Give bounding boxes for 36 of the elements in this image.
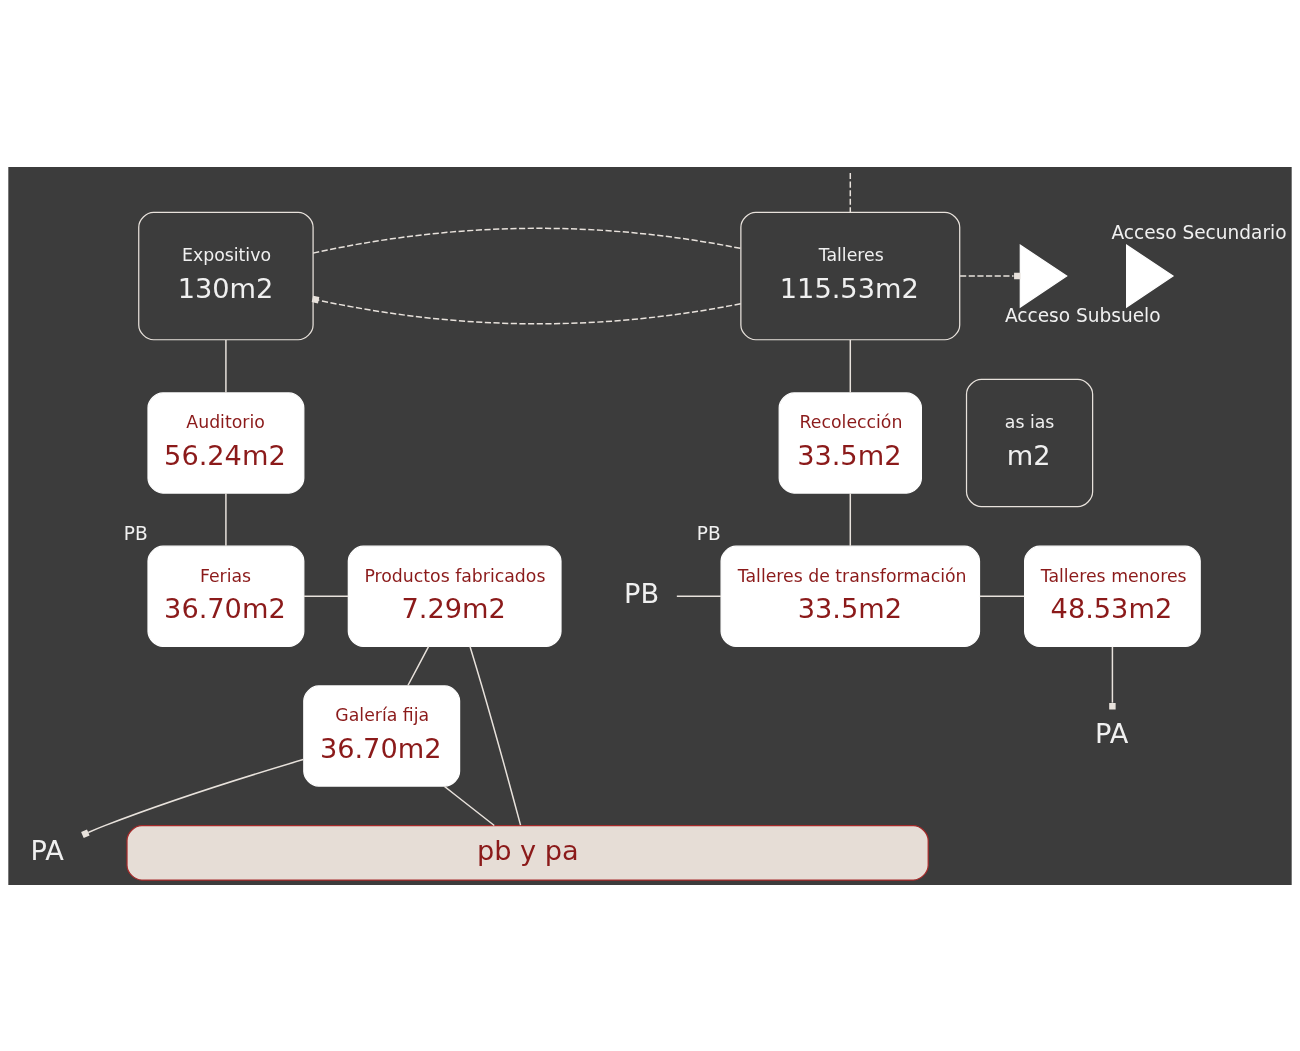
connector — [81, 758, 304, 838]
connector — [849, 491, 852, 547]
node-box: Ferias 36.70m2 — [147, 545, 305, 647]
node-triangle — [1126, 243, 1175, 308]
connector — [407, 645, 430, 686]
connector — [443, 785, 495, 826]
node-triangle — [1019, 243, 1068, 308]
node-text: PA — [1095, 717, 1129, 749]
node-box: Talleres 115.53m2 — [740, 211, 961, 340]
node-box: Galería fija 36.70m2 — [303, 684, 461, 787]
connector — [303, 595, 349, 597]
node-box: Talleres menores 48.53m2 — [1024, 545, 1201, 647]
node-label: Acceso Subsuelo — [1004, 304, 1161, 326]
connector — [676, 595, 722, 597]
connector — [979, 595, 1026, 597]
connector — [312, 227, 742, 254]
node-label: PB — [696, 522, 721, 544]
node-box: as ias m2 — [965, 378, 1094, 507]
connector — [959, 272, 1021, 279]
connector — [849, 338, 852, 393]
connector — [1109, 645, 1116, 709]
connector — [225, 491, 227, 547]
connector — [849, 171, 852, 213]
node-box: pb y pa — [126, 824, 929, 881]
connector — [225, 338, 227, 393]
node-label: Acceso Secundario — [1111, 221, 1287, 243]
node-box: Talleres de transformación 33.5m2 — [720, 545, 981, 647]
connector — [469, 645, 522, 826]
node-box: Recolección 33.5m2 — [778, 391, 922, 494]
node-box: Auditorio 56.24m2 — [147, 391, 305, 494]
connector — [311, 295, 742, 325]
node-text: PA — [30, 834, 64, 866]
node-box: Productos fabricados 7.29m2 — [347, 545, 562, 647]
node-label: PB — [123, 522, 148, 544]
node-text: PB — [624, 577, 660, 609]
node-box: Expositivo 130m2 — [138, 211, 314, 340]
